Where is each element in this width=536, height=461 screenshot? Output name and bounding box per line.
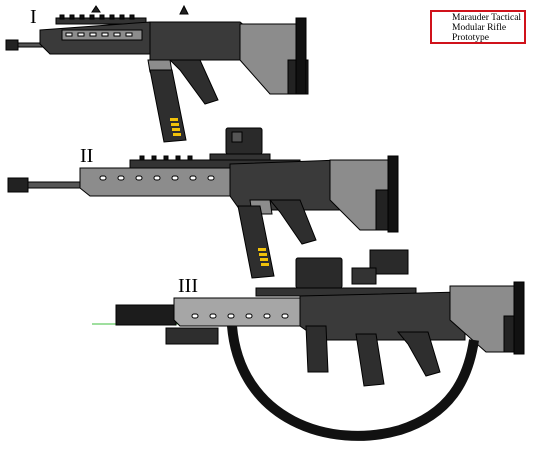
rifle-1-magazine [149, 69, 187, 143]
rifle-1-muzzle [5, 39, 19, 51]
rifle-1-pistol-grip [168, 59, 219, 105]
rifle-3-sling [227, 325, 479, 441]
rifle-2 [7, 127, 399, 279]
rifle-3 [92, 249, 525, 441]
caption-line-1: Marauder Tactical [452, 13, 522, 23]
caption-line-3: Prototype [452, 33, 489, 43]
variant-label-1: I [30, 6, 37, 28]
rifle-3-holo-sight [295, 257, 343, 289]
rifle-1 [5, 4, 309, 143]
rifle-3-magazine [355, 333, 385, 387]
rifle-2-barrel [27, 181, 84, 189]
rifle-3-handguard [173, 297, 311, 327]
rifle-2-optic [225, 127, 263, 155]
rifle-2-muzzle [7, 177, 29, 193]
rifle-3-suppressor [115, 304, 177, 326]
rifle-2-magazine [237, 205, 275, 279]
rifle-3-weapon-light [165, 327, 219, 345]
rifle-1-receiver [149, 21, 246, 61]
variant-label-2: II [80, 145, 93, 167]
rifle-3-vertical-grip [305, 325, 329, 373]
rifle-2-handguard [79, 167, 241, 197]
caption-box: Marauder Tactical Modular Rifle Prototyp… [430, 10, 526, 44]
caption-line-2: Modular Rifle [452, 23, 507, 33]
rifle-3-pistol-grip [396, 331, 441, 377]
rifle-2-pistol-grip [268, 199, 317, 245]
variant-label-3: III [178, 275, 198, 297]
